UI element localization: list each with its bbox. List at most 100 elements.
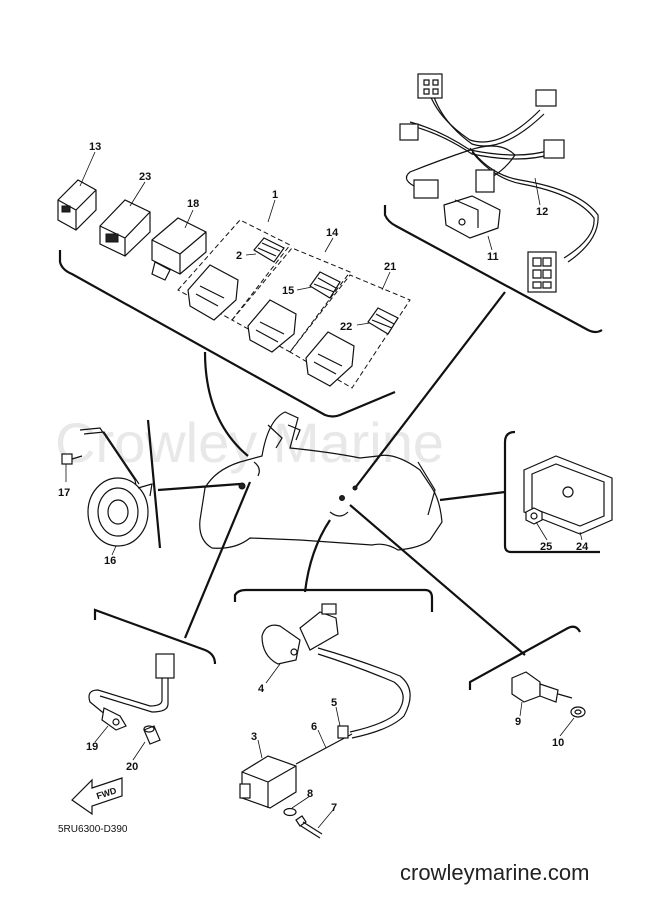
wire-19[interactable] bbox=[88, 653, 175, 731]
fwd-arrow: FWD bbox=[71, 777, 123, 816]
bike-marker-mid bbox=[339, 495, 345, 501]
collar-20-end bbox=[143, 725, 155, 733]
relay-13-edges bbox=[57, 189, 97, 230]
leader-19 bbox=[94, 725, 109, 743]
leader-21 bbox=[381, 271, 391, 291]
coupler-1-ribs bbox=[195, 285, 225, 307]
clamp-5-body bbox=[337, 725, 349, 739]
harness-connector-top-pins bbox=[423, 79, 439, 95]
nut-25-body bbox=[525, 507, 543, 525]
callout-3: 3 bbox=[251, 731, 257, 743]
sensor-9-body bbox=[511, 671, 541, 703]
horn-terminal bbox=[137, 483, 153, 497]
nut-25[interactable] bbox=[525, 507, 543, 525]
callout-7: 7 bbox=[331, 802, 337, 814]
connector-2-body bbox=[253, 237, 285, 263]
relay-23[interactable] bbox=[99, 199, 151, 257]
switch-24[interactable] bbox=[523, 455, 613, 535]
bracket-11-body bbox=[443, 195, 501, 239]
bracket-11-hole bbox=[458, 218, 466, 226]
connector-22-ribs bbox=[371, 313, 395, 329]
line-relay bbox=[203, 351, 249, 457]
sensor-panel-frame bbox=[468, 625, 581, 690]
leader-22 bbox=[356, 322, 371, 326]
coupler-14[interactable] bbox=[247, 299, 297, 353]
washer-8-body bbox=[283, 807, 297, 817]
relay-13[interactable] bbox=[57, 179, 97, 231]
wire-19-terminal bbox=[101, 707, 127, 731]
harness-branch-a2 bbox=[433, 96, 545, 147]
coupler-14-body bbox=[247, 299, 297, 353]
horn-center bbox=[107, 499, 129, 525]
washer-8[interactable] bbox=[283, 807, 297, 817]
callout-25: 25 bbox=[540, 541, 552, 553]
plug-cap-4-pin bbox=[290, 648, 298, 656]
harness-connector-big bbox=[527, 251, 557, 293]
relay-13-slot bbox=[61, 205, 71, 213]
wire-19-lead bbox=[88, 678, 163, 721]
coil-3-edges bbox=[241, 765, 297, 808]
callout-8: 8 bbox=[307, 788, 313, 800]
harness-connector-right-top bbox=[535, 89, 557, 107]
line-horn bbox=[157, 482, 241, 492]
bike-handlebar bbox=[267, 424, 283, 449]
callout-5: 5 bbox=[331, 697, 337, 709]
sensor-9[interactable] bbox=[511, 671, 573, 703]
horn-16[interactable] bbox=[79, 427, 153, 547]
footer-site: crowleymarine.com bbox=[400, 860, 590, 885]
watermark: Crowley Marine bbox=[55, 411, 444, 474]
callout-9: 9 bbox=[515, 716, 521, 728]
harness-connector-right bbox=[543, 139, 565, 159]
bolt-17[interactable] bbox=[61, 453, 83, 465]
wire-harness-12[interactable] bbox=[399, 73, 599, 293]
coupler-21-body bbox=[305, 331, 355, 387]
bracket-11[interactable] bbox=[443, 195, 501, 239]
leader-4 bbox=[265, 663, 281, 684]
panel-frames bbox=[58, 205, 603, 690]
relay-18-body bbox=[151, 217, 207, 275]
leader-14 bbox=[324, 237, 334, 253]
coupler-21[interactable] bbox=[305, 331, 355, 387]
line-coil bbox=[303, 519, 331, 593]
relay-18[interactable] bbox=[151, 217, 207, 281]
callout-10: 10 bbox=[552, 737, 564, 749]
harness-branch-a bbox=[429, 94, 541, 143]
callout-17: 17 bbox=[58, 487, 70, 499]
ignition-coil-3[interactable] bbox=[239, 755, 297, 809]
bike-marker-rear bbox=[352, 485, 358, 491]
relay-23-slot bbox=[105, 233, 119, 243]
callout-12: 12 bbox=[536, 206, 548, 218]
lead-6[interactable] bbox=[295, 647, 411, 765]
coupler-1[interactable] bbox=[187, 264, 239, 321]
relay-23-edges bbox=[99, 211, 151, 256]
bracket-11-edge bbox=[454, 199, 479, 228]
clamp-5[interactable] bbox=[337, 725, 349, 739]
callout-22: 22 bbox=[340, 321, 352, 333]
connector-22[interactable] bbox=[367, 307, 399, 335]
harness-connector-big-pins bbox=[532, 257, 552, 289]
callout-24: 24 bbox=[576, 541, 589, 553]
bolt-7-shank bbox=[300, 821, 323, 839]
leader-25 bbox=[535, 521, 548, 541]
bolt-7[interactable] bbox=[295, 815, 323, 839]
leader-23 bbox=[129, 181, 146, 207]
callout-15: 15 bbox=[282, 285, 294, 297]
callout-21: 21 bbox=[384, 261, 396, 273]
line-wire bbox=[183, 481, 252, 639]
coupler-14-ribs bbox=[255, 321, 285, 343]
connector-15[interactable] bbox=[309, 271, 341, 299]
harness-connector-mid bbox=[413, 179, 439, 199]
harness-main bbox=[469, 147, 599, 263]
collar-20[interactable] bbox=[143, 725, 161, 745]
plug-cap-4[interactable] bbox=[261, 603, 339, 665]
harness-connector-left bbox=[399, 123, 419, 141]
switch-24-plate bbox=[523, 455, 613, 535]
gasket-10[interactable] bbox=[570, 706, 586, 718]
callout-16: 16 bbox=[104, 555, 116, 567]
connector-2[interactable] bbox=[253, 237, 285, 263]
switch-24-screw bbox=[562, 486, 574, 498]
leader-1 bbox=[267, 199, 276, 223]
leader-24 bbox=[579, 531, 583, 541]
callout-4: 4 bbox=[258, 683, 265, 695]
horn-bracket-2 bbox=[83, 431, 140, 485]
